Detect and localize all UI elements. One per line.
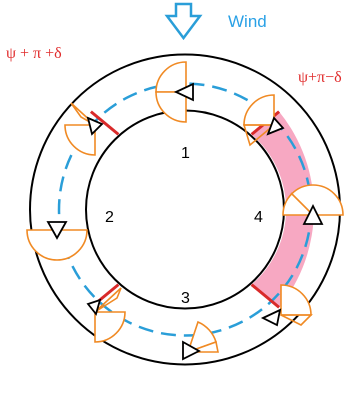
zone-label-2: 2 (105, 209, 114, 226)
triangle-marker-bottom (182, 340, 201, 361)
triangle-marker-top (173, 82, 194, 102)
triangle-marker-right (302, 203, 324, 225)
wind-arrow-icon (164, 2, 203, 41)
direction-markers (46, 82, 324, 361)
wind-label: Wind (228, 12, 267, 31)
blade-sector-lower-left (94, 287, 126, 343)
angle-label-right: ψ+π−δ (298, 69, 342, 86)
blade-sector-lower-right (280, 284, 313, 326)
triangle-marker-left (46, 221, 68, 240)
zone-label-3: 3 (181, 290, 190, 307)
triangle-marker-lower-left (86, 298, 102, 316)
triangle-marker-upper-left (86, 116, 104, 136)
triangle-marker-lower-right (260, 308, 282, 327)
highlighted-sector (251, 111, 314, 308)
zone-label-4: 4 (254, 209, 263, 226)
boundary-markers (89, 110, 281, 309)
blade-sector-upper-right (242, 94, 277, 147)
triangle-marker-upper-right (266, 116, 285, 136)
blade-sector-left (26, 229, 88, 261)
angle-label-left: ψ + π +δ (6, 45, 62, 62)
blade-sector-top (155, 61, 187, 123)
zone-label-1: 1 (181, 145, 190, 162)
